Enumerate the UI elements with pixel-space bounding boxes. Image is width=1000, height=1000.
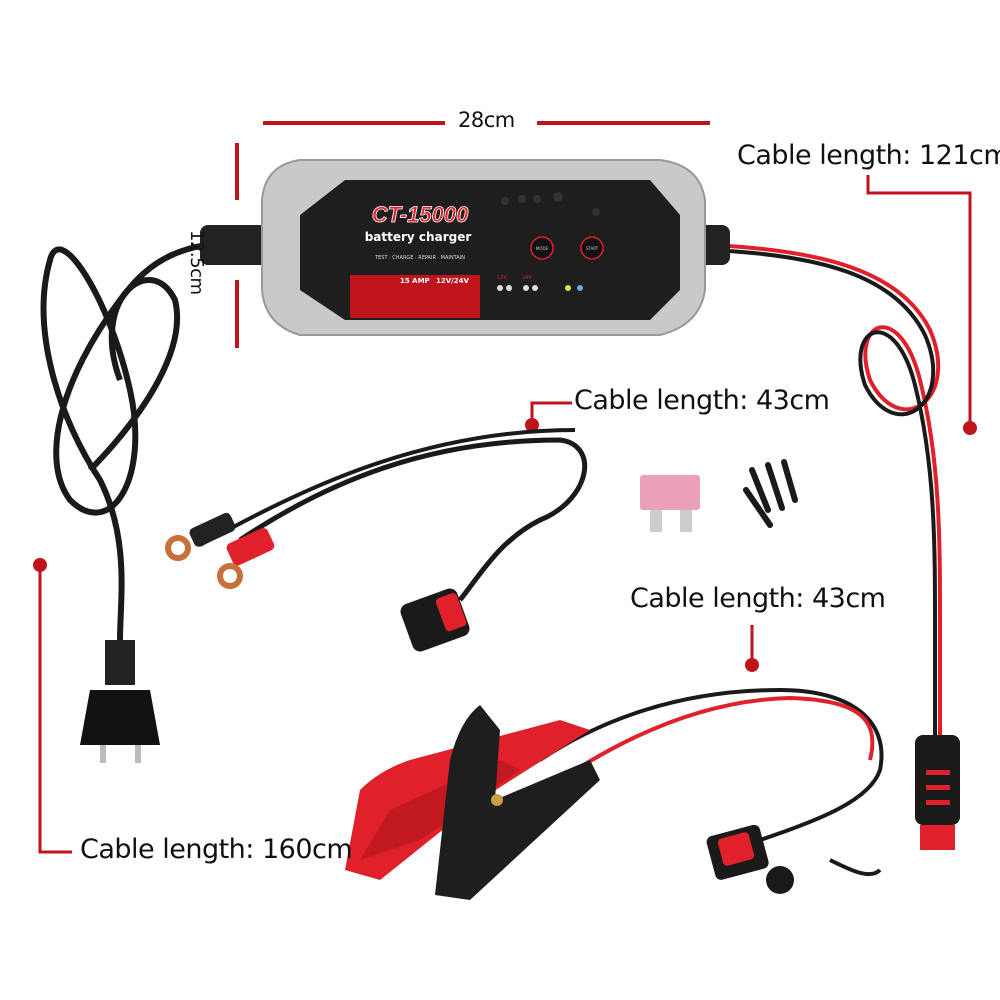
clamp-cable-length-label: Cable length: 43cm: [630, 583, 886, 614]
power-plug: [80, 640, 160, 763]
output-cable-length-label: Cable length: 121cm: [737, 140, 1000, 171]
callout-dots: [33, 418, 977, 672]
label-24v: 24V: [522, 275, 532, 281]
model-name: CT-15000: [372, 202, 469, 227]
callout-lines: [38, 175, 972, 854]
mode-label: MODE: [536, 246, 549, 251]
output-cable: [709, 243, 942, 735]
functions-text: TEST · CHARGE · REPAIR · MAINTAIN: [374, 255, 465, 261]
dimension-lines: [235, 121, 710, 348]
width-dimension-label: 28cm: [458, 108, 515, 132]
start-label: START: [586, 246, 599, 251]
voltage-rating: 12V/24V: [436, 277, 469, 285]
label-12v: 12V: [497, 275, 507, 281]
power-cable: [40, 238, 261, 641]
mode-button[interactable]: MODE: [530, 236, 554, 260]
fuse: [640, 475, 700, 532]
mode-indicators: [497, 285, 583, 291]
screws: [743, 459, 798, 528]
height-dimension-label: 12.5cm: [186, 230, 207, 295]
ring-cable-length-label: Cable length: 43cm: [574, 385, 830, 416]
amp-rating: 15 AMP: [400, 277, 430, 285]
product-name: battery charger: [365, 230, 472, 244]
black-clamp: [435, 705, 600, 900]
power-cable-length-label: Cable length: 160cm: [80, 834, 353, 865]
status-leds: [501, 192, 600, 216]
output-connector: [915, 735, 960, 850]
clamp-connector: [706, 824, 794, 894]
start-button[interactable]: START: [580, 236, 604, 260]
clamp-cable: [538, 687, 884, 877]
ring-terminal-cable: [165, 428, 588, 652]
charger-body: [200, 159, 730, 336]
